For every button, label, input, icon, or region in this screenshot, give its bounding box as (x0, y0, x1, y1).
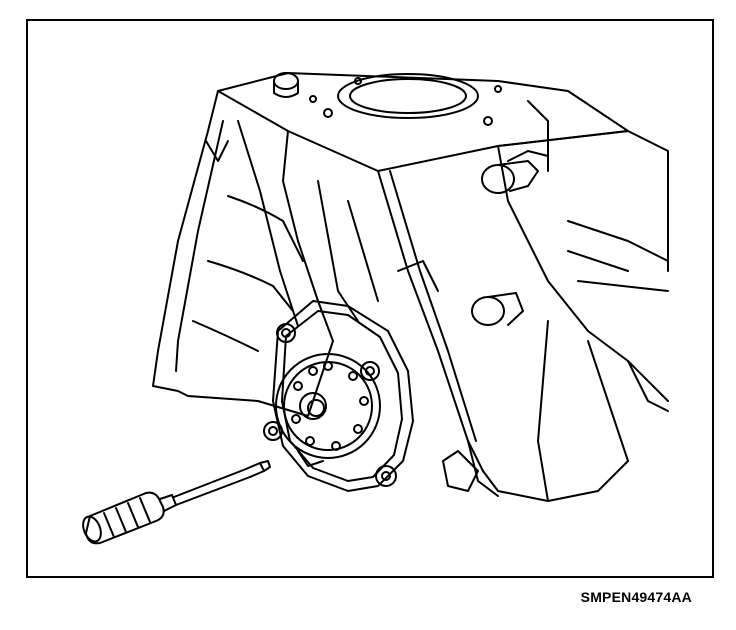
illustration-frame (26, 19, 714, 578)
engine-block (152, 72, 669, 502)
figure-id-label: SMPEN49474AA (580, 589, 692, 605)
screwdriver (82, 460, 271, 545)
engine-rear-seal-illustration (82, 72, 669, 545)
rear-seal-housing (263, 300, 414, 492)
